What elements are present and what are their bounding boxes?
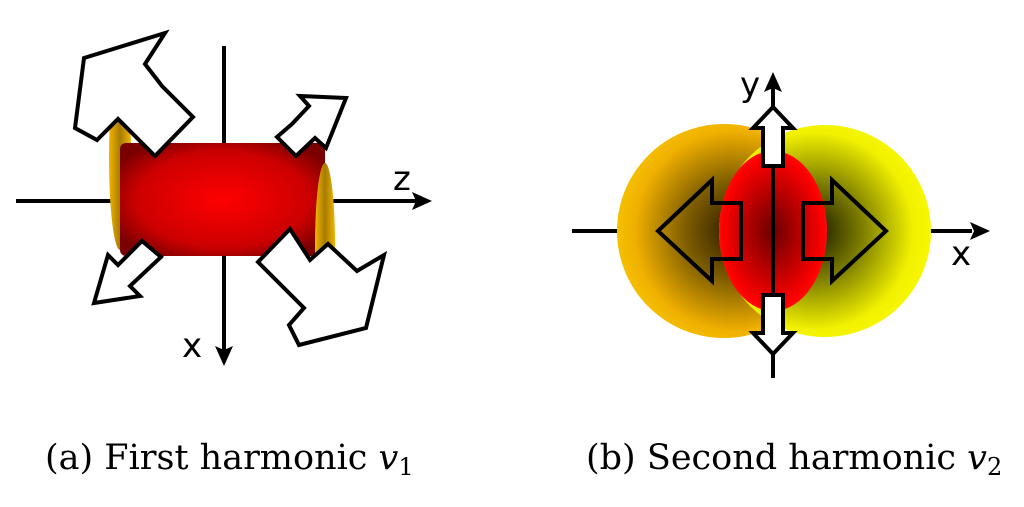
arrow-up (748, 104, 798, 168)
first-harmonic-diagram: z x (16, 29, 432, 366)
caption-symbol: v (378, 438, 399, 478)
caption-symbol: v (967, 438, 987, 478)
red-cylinder (120, 143, 325, 256)
axis-label-x: x (951, 234, 971, 274)
panel-first-harmonic: z x (a) First harmonic v1 (16, 29, 432, 481)
caption-first-harmonic: (a) First harmonic v1 (45, 438, 414, 481)
caption-label: (b) Second harmonic (586, 438, 957, 478)
arrow-upper-left (72, 29, 196, 159)
arrow-lower-left (91, 238, 165, 306)
caption-second-harmonic: (b) Second harmonic v2 (586, 438, 1002, 481)
arrow-upper-right (274, 93, 349, 159)
panel-second-harmonic: y x (b) Second harmonic v2 (512, 0, 1024, 507)
y-axis-arrowhead (764, 72, 782, 92)
caption-subscript: 2 (986, 453, 1003, 481)
caption-label: (a) First harmonic (45, 438, 368, 478)
x-axis-arrowhead (970, 222, 990, 240)
arrow-lower-right (255, 225, 388, 348)
caption-subscript: 1 (398, 453, 414, 481)
arrow-down (748, 293, 798, 357)
axis-label-x: x (182, 326, 202, 366)
z-axis-arrowhead (412, 192, 432, 210)
second-harmonic-diagram: y x (572, 65, 990, 378)
x-axis-arrowhead (215, 346, 233, 366)
arrow-left (655, 175, 743, 286)
axis-label-z: z (393, 159, 411, 199)
axis-label-y: y (740, 65, 760, 105)
arrow-right (801, 175, 889, 286)
